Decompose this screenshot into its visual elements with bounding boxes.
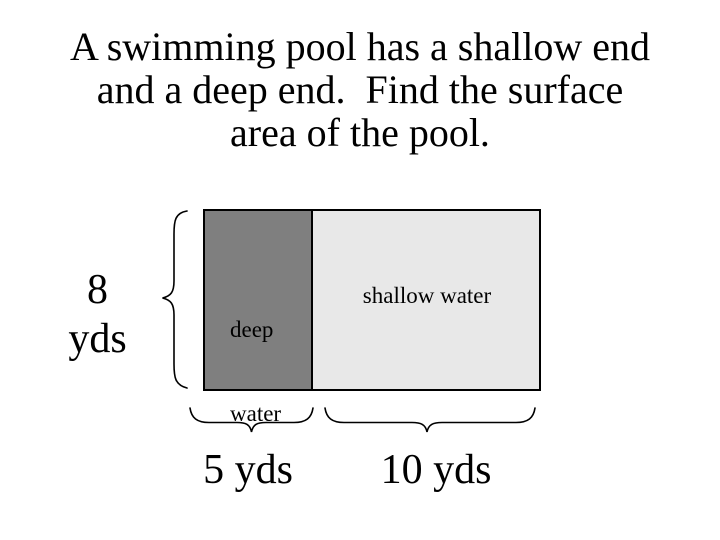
height-dimension-label: 8 yds <box>45 266 150 364</box>
shallow-water-label: shallow water <box>362 283 492 308</box>
deep-water-label-line-2: water <box>230 401 282 426</box>
title-line-3: area of the pool. <box>230 110 490 155</box>
deep-width-dimension-label: 5 yds <box>203 447 293 493</box>
deep-end-region <box>203 209 313 391</box>
shallow-width-brace <box>324 407 536 433</box>
height-brace <box>162 210 188 389</box>
shallow-width-dimension-label: 10 yds <box>380 447 492 493</box>
height-dimension-value: 8 <box>87 267 108 313</box>
deep-water-label-line-1: deep <box>230 317 274 342</box>
slide-title: A swimming pool has a shallow end and a … <box>0 25 720 154</box>
height-dimension-unit: yds <box>68 316 127 362</box>
title-line-1: A swimming pool has a shallow end <box>70 24 650 69</box>
title-line-2: and a deep end. Find the surface <box>96 67 624 112</box>
